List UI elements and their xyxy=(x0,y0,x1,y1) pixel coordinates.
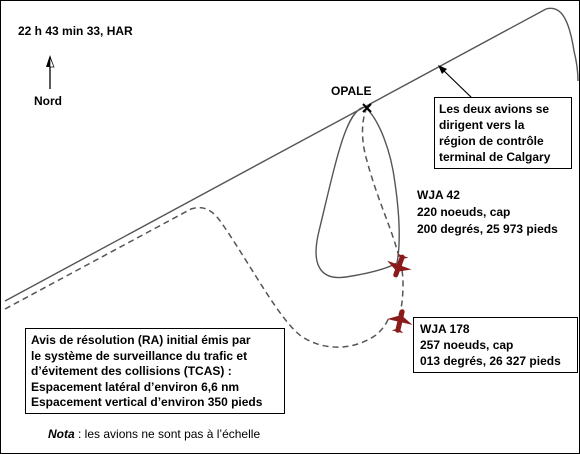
aircraft-heading-alt: 013 degrés, 26 327 pieds xyxy=(420,354,561,368)
aircraft-callsign: WJA 178 xyxy=(420,322,470,336)
callout-box: Les deux avions se dirigent vers la régi… xyxy=(434,97,572,169)
aircraft-heading-alt: 200 degrés, 25 973 pieds xyxy=(417,222,558,236)
timestamp-label: 22 h 43 min 33, HAR xyxy=(18,24,133,38)
track-wja178 xyxy=(4,206,390,348)
waypoint-label: OPALE xyxy=(331,84,372,98)
callout-line: Les deux avions se xyxy=(439,102,550,116)
ra-line: Espacement latéral d’environ 6,6 nm xyxy=(31,379,240,394)
callout-arrow xyxy=(440,67,474,100)
ra-line: Avis de résolution (RA) initial émis par xyxy=(31,333,251,347)
north-label: Nord xyxy=(34,94,62,108)
aircraft-icon-wja178 xyxy=(387,309,413,334)
aircraft-icon-wja42 xyxy=(387,253,412,278)
aircraft-speed: 257 noeuds, cap xyxy=(420,338,514,352)
aircraft-callsign: WJA 42 xyxy=(417,188,460,202)
ra-line: Espacement vertical d’environ 350 pieds xyxy=(31,395,263,409)
aircraft-box-wja178: WJA 178 257 noeuds, cap 013 degrés, 26 3… xyxy=(413,317,578,373)
aircraft-label-wja42: WJA 42 220 noeuds, cap 200 degrés, 25 97… xyxy=(417,187,558,238)
note-text: : les avions ne sont pas à l’échelle xyxy=(74,427,261,441)
waypoint-x-icon xyxy=(362,103,372,113)
track-wja42-dashed xyxy=(361,106,404,316)
callout-arrowhead xyxy=(438,65,447,74)
note-label: Nota xyxy=(48,427,75,441)
scale-note: Nota : les avions ne sont pas à l’échell… xyxy=(48,427,260,441)
ra-line: le système de surveillance du trafic et xyxy=(31,348,248,363)
callout-line: région de contrôle xyxy=(439,134,544,148)
track-wja42-solid xyxy=(4,7,579,302)
ra-line: d’évitement des collisions (TCAS) : xyxy=(31,364,232,378)
callout-line: terminal de Calgary xyxy=(439,150,551,164)
ra-info-box: Avis de résolution (RA) initial émis par… xyxy=(25,328,285,414)
aircraft-speed: 220 noeuds, cap xyxy=(417,205,511,219)
callout-line: dirigent vers la xyxy=(439,118,525,132)
north-arrow-icon xyxy=(46,55,55,89)
